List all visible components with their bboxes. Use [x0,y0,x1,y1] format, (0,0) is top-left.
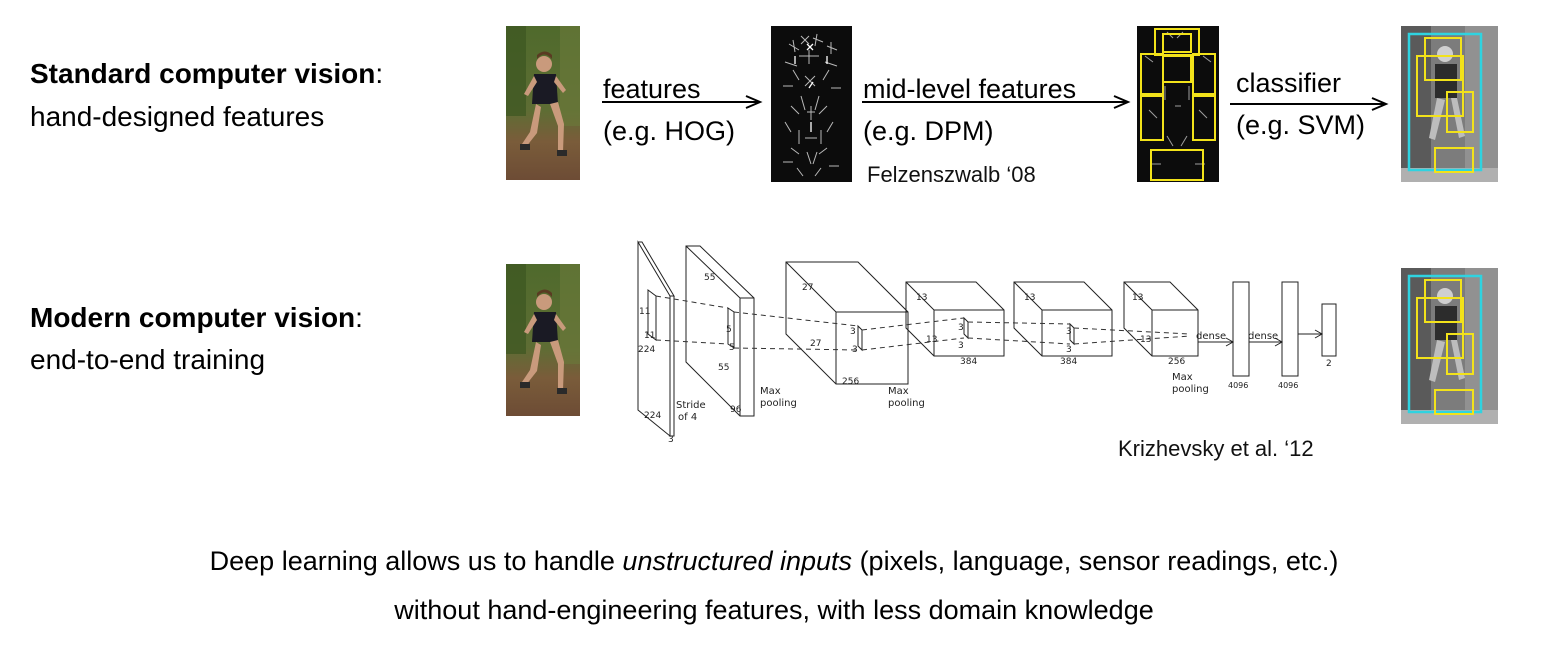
conv3-depth: 384 [960,357,977,367]
conv5-top: 13 [1132,293,1143,303]
conv4-volume [1013,281,1113,357]
modern-row-title: Modern computer vision: [30,302,363,334]
standard-row-subtitle: hand-designed features [30,101,325,132]
mid-level-arrow [862,95,1131,109]
conv2-volume [785,261,909,385]
conv3-volume [905,281,1005,357]
maxpool1-label-2: pooling [760,398,797,409]
fc1-layer [1232,281,1250,377]
input-height: 224 [638,345,655,355]
summary-line-1-start: Deep learning allows us to handle [209,546,623,576]
running-child-photo-top [506,26,580,180]
conv1-side: 55 [718,363,729,373]
conv3-side: 13 [926,335,937,345]
kernel2-h: 5 [726,325,732,335]
classifier-label: classifier [1236,68,1342,98]
conv1-volume [685,245,755,417]
maxpool3-label-2: pooling [1172,384,1209,395]
conv1-top: 55 [704,273,715,283]
kernel3-w: 3 [852,345,858,355]
input-width: 224 [644,411,661,421]
features-example: (e.g. HOG) [603,116,736,146]
summary-line-1-end: (pixels, language, sensor readings, etc.… [852,546,1339,576]
detection-result-bottom [1401,268,1498,424]
classifier-example: (e.g. SVM) [1236,110,1366,140]
detection-result-top [1401,26,1498,182]
dpm-parts-image [1137,26,1219,182]
fc2-layer [1281,281,1299,377]
summary-line-2: without hand-engineering features, with … [394,595,1154,625]
modern-title-colon: : [355,302,363,333]
hog-features-image [771,26,852,182]
conv2-depth: 256 [842,377,859,387]
dense2-label: dense [1248,331,1278,342]
dense1-label: dense [1196,331,1226,342]
standard-title-text: Standard computer vision [30,58,376,89]
mid-level-features-example: (e.g. DPM) [863,116,994,146]
conv5-side: 13 [1140,335,1151,345]
kernel1-w: 11 [644,331,655,341]
stride-label-2: of 4 [678,412,697,423]
modern-row-subtitle: end-to-end training [30,344,266,375]
stride-label: Stride [676,400,706,411]
modern-title-text: Modern computer vision [30,302,356,333]
kernel2-w: 5 [729,343,735,353]
standard-title-colon: : [375,58,384,89]
conv4-depth: 384 [1060,357,1077,367]
features-label: features [603,74,701,104]
features-arrow [602,95,763,109]
conv4-top: 13 [1024,293,1035,303]
standard-row-title: Standard computer vision: [30,58,383,90]
maxpool2-label: Max [888,386,909,397]
conv1-depth: 96 [730,405,742,415]
krizhevsky-citation: Krizhevsky et al. ‘12 [1118,436,1314,461]
maxpool2-label-2: pooling [888,398,925,409]
maxpool1-label: Max [760,386,781,397]
conv5-depth: 256 [1168,357,1185,367]
conv3-top: 13 [916,293,927,303]
cnn-architecture-diagram: 11 11 224 224 3 Stride of 4 55 55 96 5 5… [637,240,1337,443]
kernel5-h: 3 [1066,327,1072,337]
conv2-top: 27 [802,283,813,293]
conv5-volume [1123,281,1199,357]
felzenszwalb-citation: Felzenszwalb ‘08 [867,162,1036,187]
input-volume [637,240,675,438]
kernel3-h: 3 [850,327,856,337]
kernel1-h: 11 [639,307,650,317]
fc3-size: 2 [1326,359,1332,369]
classifier-arrow [1230,97,1389,111]
fc3-layer [1321,303,1337,357]
input-depth: 3 [668,435,674,443]
kernel5-w: 3 [1066,345,1072,355]
kernel4-w: 3 [958,341,964,351]
maxpool3-label: Max [1172,372,1193,383]
fc1-size: 4096 [1228,381,1248,390]
conv2-side: 27 [810,339,821,349]
running-child-photo-bottom [506,264,580,416]
mid-level-features-label: mid-level features [863,74,1077,104]
fc2-size: 4096 [1278,381,1298,390]
summary-emphasis: unstructured inputs [622,546,853,576]
summary-line-1: Deep learning allows us to handle unstru… [0,537,1548,585]
kernel4-h: 3 [958,323,964,333]
